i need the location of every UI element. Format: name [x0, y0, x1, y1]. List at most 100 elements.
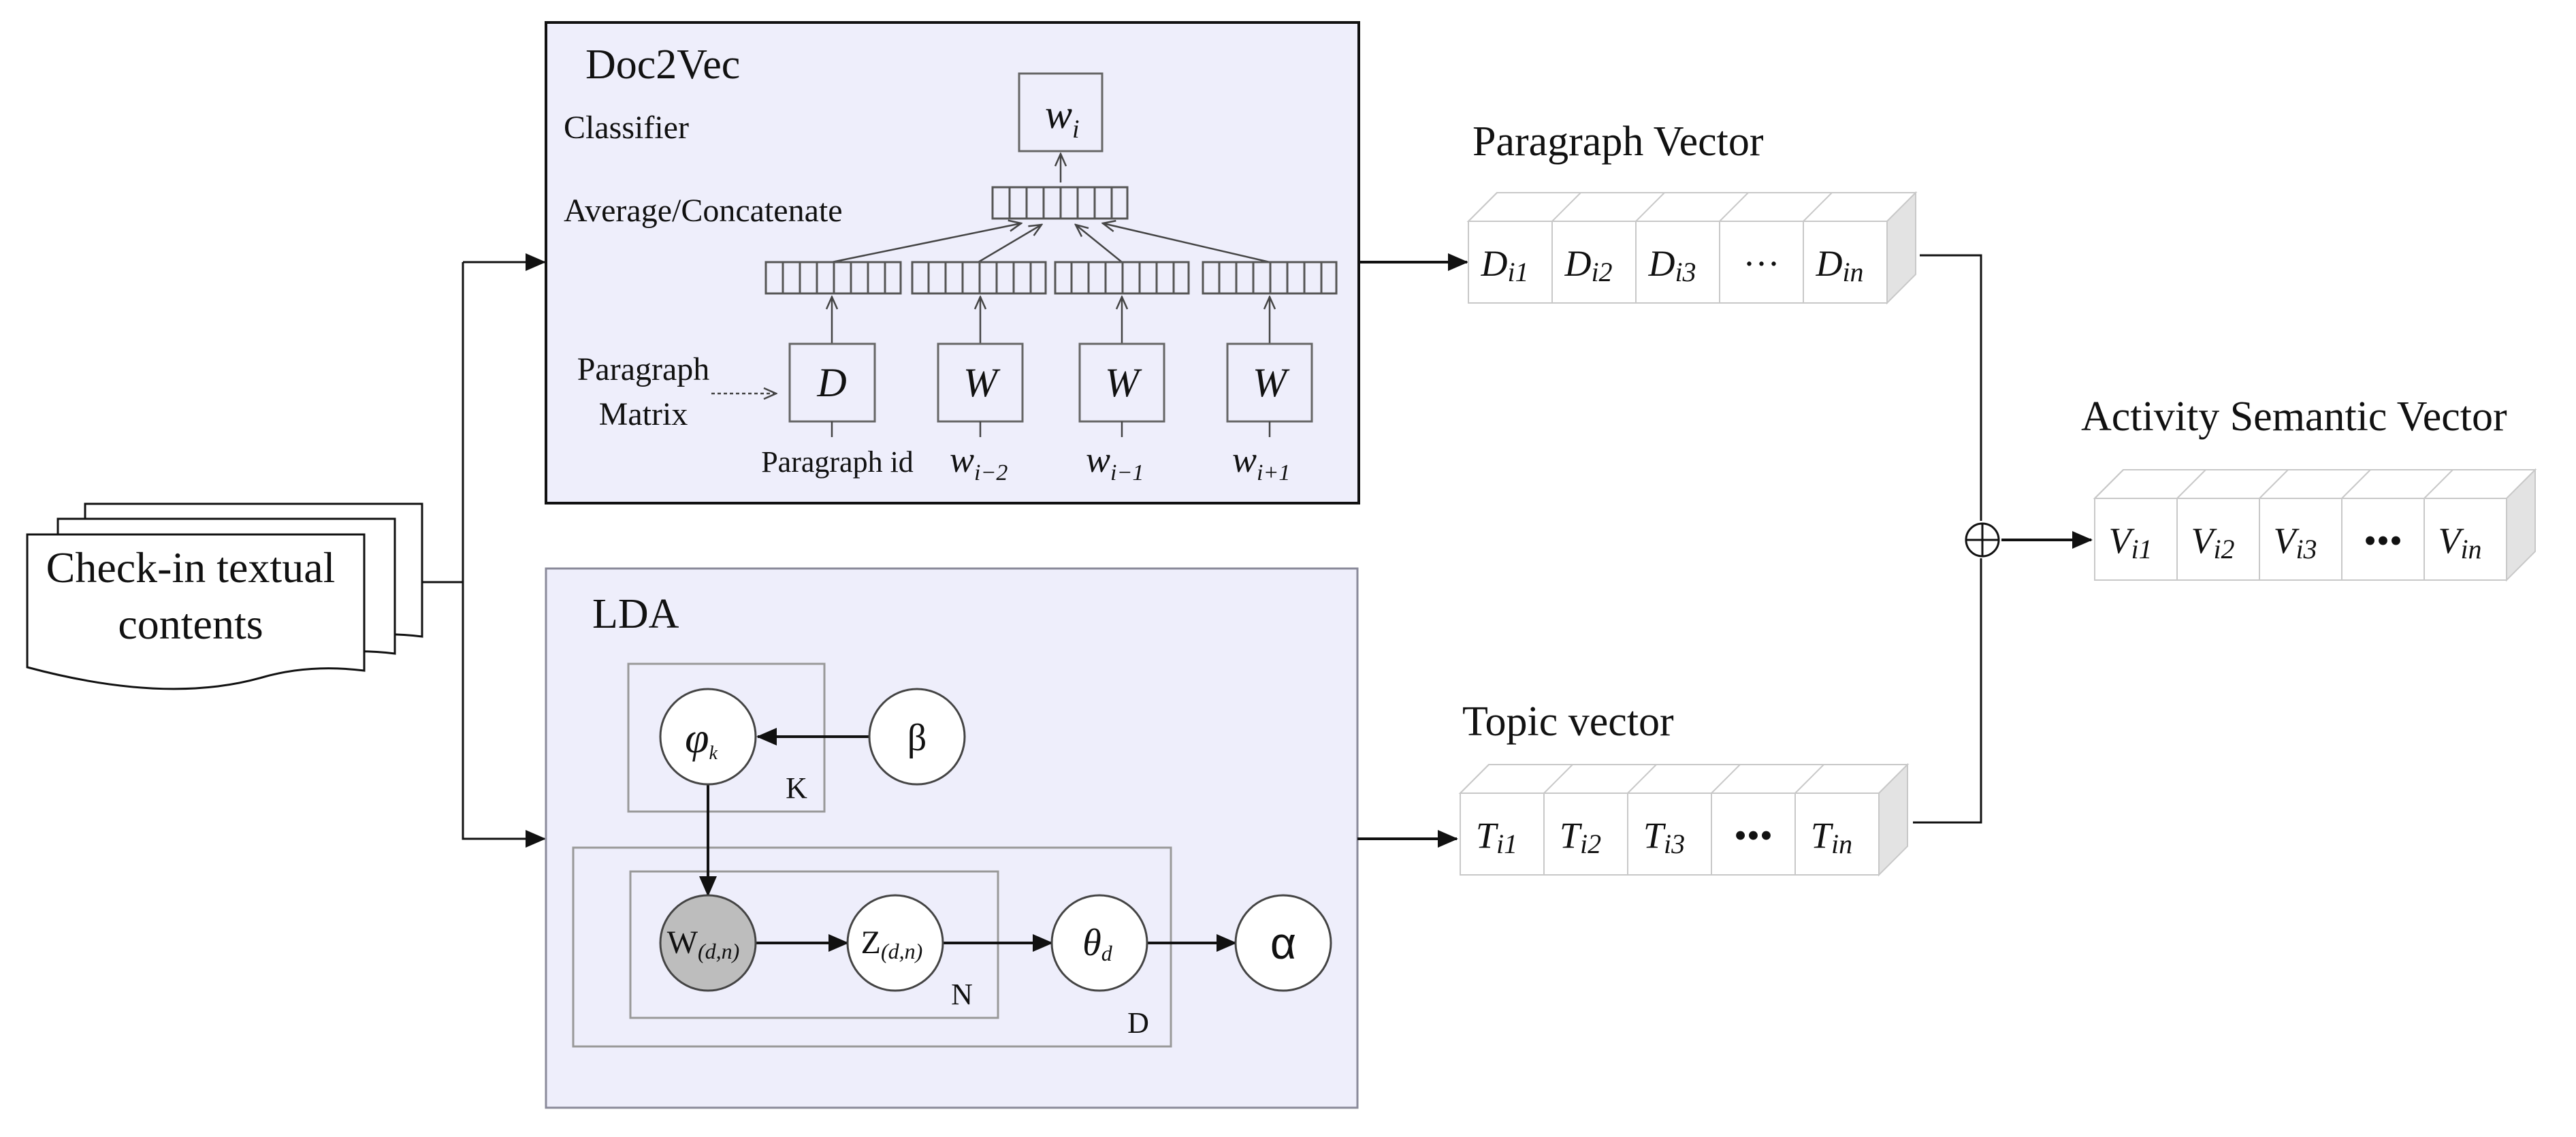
paragraph-vector-top-divider: [1468, 192, 1498, 222]
topic-vector-cell: [1794, 792, 1880, 876]
input-node-paragraph-label: D: [816, 360, 846, 405]
activity-vector-cell-label: •••: [2364, 520, 2402, 561]
input-node-word-2-label: W: [1105, 360, 1142, 405]
plate-k-label: K: [786, 771, 807, 805]
output-word-node: [1018, 72, 1104, 153]
paragraph-vector-cell: [1551, 221, 1637, 304]
activity-vector-cell: [2259, 498, 2342, 581]
context-word-2-label: wi−1: [1086, 439, 1144, 485]
paragraph-vector-top-divider: [1719, 192, 1749, 222]
paragraph-vector-cell-label: ···: [1743, 243, 1780, 284]
topic-vector-cell: [1711, 792, 1796, 876]
aggregation-arrows: [831, 223, 1270, 263]
activity-vector-top-face: [2093, 469, 2537, 499]
input-node-word-1-label: W: [963, 360, 1001, 405]
classifier-label: Classifier: [564, 110, 689, 146]
combination-connectors: [1913, 254, 1982, 824]
topic-vector-cell-label: •••: [1734, 815, 1773, 856]
topic-vector-cell-label: Ti3: [1643, 815, 1685, 859]
lda-panel-frame: [545, 567, 1359, 1109]
document-front: [26, 533, 366, 690]
topic-vector-title: Topic vector: [1462, 699, 1674, 745]
theta-label: θd: [1082, 922, 1113, 965]
paragraph-vector-cell: [1803, 221, 1888, 304]
topic-vector-top-divider: [1627, 764, 1657, 794]
source-split-line-lda: [462, 582, 546, 848]
activity-vector-cell: [2176, 498, 2260, 581]
topic-vector-top-face: [1458, 764, 1910, 794]
theta-node: θd: [1050, 894, 1148, 992]
source-split-line: [422, 262, 464, 583]
paragraph-matrix-label-line1: Paragraph: [577, 351, 710, 387]
input-node-word-3-label: W: [1253, 360, 1290, 405]
topic-vector-cell-label: Tin: [1811, 815, 1852, 859]
context-word-1-label: wi−2: [950, 439, 1008, 485]
input-vector-paragraph: [764, 261, 902, 295]
activity-vector-cell: [2424, 498, 2507, 581]
lda-title: LDA: [592, 591, 679, 637]
alpha-node: α: [1234, 894, 1332, 992]
source-label-line2: contents: [118, 600, 263, 648]
activity-vector-top-divider: [2259, 469, 2289, 499]
plate-d-label: D: [1127, 1006, 1149, 1040]
output-word-label: wi: [1045, 92, 1080, 144]
activity-vector-top-divider: [2424, 469, 2453, 499]
phi-node: φk: [659, 688, 757, 786]
paragraph-vector-cell-label: Di3: [1647, 243, 1696, 287]
phi-label: φk: [685, 714, 718, 764]
beta-node: β: [868, 688, 966, 786]
source-label-line1: Check-in textual: [46, 543, 336, 592]
activity-vector-cell: [2341, 498, 2425, 581]
paragraph-to-combine: [1920, 254, 1982, 521]
input-node-word-1: W: [937, 342, 1024, 423]
paragraph-vector-top-face: [1466, 192, 1918, 222]
doc2vec-title: Doc2Vec: [585, 42, 740, 88]
topic-vector-top-divider: [1543, 764, 1573, 794]
topic-vector-cell: [1543, 792, 1628, 876]
average-concatenate-label: Average/Concatenate: [564, 193, 843, 229]
input-tick-lines: [831, 421, 1271, 437]
activity-vector-cell-label: Vi2: [2191, 520, 2234, 564]
plate-n-label: N: [951, 978, 973, 1011]
topic-vector-top-divider: [1711, 764, 1741, 794]
z-label: Z(d,n): [861, 925, 923, 963]
paragraph-vector-cell-label: Din: [1815, 243, 1863, 287]
input-vector-word-3: [1202, 261, 1338, 295]
activity-vector-cell-label: Vin: [2438, 520, 2481, 564]
context-word-3-label: wi+1: [1232, 439, 1290, 485]
topic-vector-cell-label: Ti2: [1560, 815, 1601, 859]
activity-vector-top-divider: [2341, 469, 2371, 499]
w-label: W(d,n): [667, 925, 740, 963]
embedding-arrows: [832, 297, 1270, 344]
aggregated-vector: [991, 186, 1129, 220]
input-vector-word-2: [1054, 261, 1190, 295]
topic-vector-cube: Ti1 Ti2 Ti3 ••• Tin: [1458, 763, 1910, 877]
topic-to-combine: [1913, 558, 1982, 824]
w-node: W(d,n): [659, 894, 757, 992]
plate-d: [572, 846, 1172, 1048]
z-node: Z(d,n): [846, 894, 944, 992]
input-node-paragraph: D: [788, 342, 876, 423]
activity-vector-top-divider: [2094, 469, 2124, 499]
input-node-word-3: W: [1226, 342, 1313, 423]
activity-vector-top-divider: [2176, 469, 2206, 499]
doc2vec-panel: Doc2Vec Classifier Average/Concatenate w…: [545, 21, 1360, 505]
beta-label: β: [907, 717, 927, 759]
topic-vector-top-divider: [1794, 764, 1824, 794]
paragraph-vector-cell-label: Di1: [1480, 243, 1528, 287]
input-node-word-2: W: [1078, 342, 1165, 423]
paragraph-vector-top-divider: [1635, 192, 1665, 222]
topic-vector-cell: [1460, 792, 1545, 876]
paragraph-vector-top-divider: [1803, 192, 1833, 222]
alpha-label: α: [1270, 918, 1296, 968]
activity-vector-cell: [2094, 498, 2178, 581]
topic-vector-cell-label: Ti1: [1476, 815, 1517, 859]
paragraph-id-label: Paragraph id: [761, 445, 914, 479]
activity-vector-title: Activity Semantic Vector: [2081, 394, 2507, 440]
paragraph-vector-cell: [1468, 221, 1553, 304]
lda-panel: LDA K D N φk β W(d,n): [545, 567, 1359, 1109]
